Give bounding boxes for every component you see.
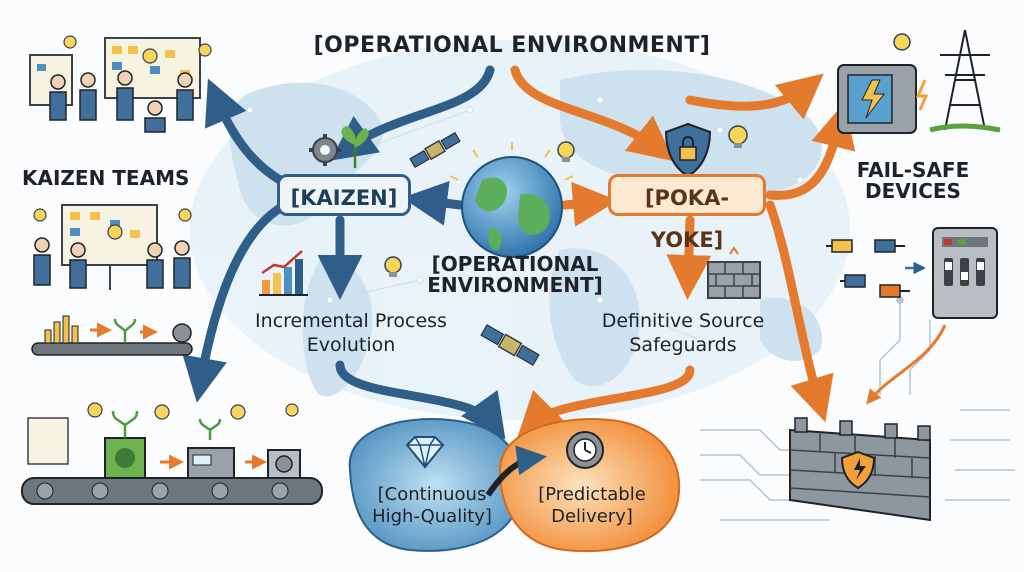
center-environment-label: [OPERATIONAL ENVIRONMENT] [420, 254, 610, 296]
devices-to-firewall-arrow [866, 324, 947, 405]
diamond-icon [405, 436, 445, 469]
people-team-icon [49, 70, 194, 133]
power-tower-icon [929, 29, 1001, 133]
poka-yoke-outcome-label: Definitive Source Safeguards [568, 310, 798, 356]
satellite-icon [480, 324, 540, 366]
switch-panel-icon [932, 227, 998, 319]
diagram-title: [OPERATIONAL ENVIRONMENT] [313, 33, 711, 58]
firewall-shield-icon [789, 417, 931, 522]
kaizen-outcome-label: Incremental Process Evolution [226, 310, 476, 356]
lightbulb-icon [87, 402, 299, 420]
delivery-result-label: [Predictable Delivery] [512, 484, 672, 527]
poka-outcome-line2: Safeguards [629, 333, 737, 356]
gear-icon [172, 323, 192, 343]
poka-outcome-line1: Definitive Source [601, 310, 765, 332]
whiteboard-icon [27, 417, 69, 465]
kaizen-box: [KAIZEN] [277, 174, 411, 216]
kaizen-team-middle [33, 204, 192, 290]
lightbulb-icon [557, 141, 575, 162]
delivery-line2: Delivery] [551, 505, 633, 527]
electrical-cabinet-icon [837, 33, 929, 134]
kaizen-teams-label: KAIZEN TEAMS [22, 166, 190, 190]
gear-icon [275, 455, 293, 473]
lightbulb-icon [63, 35, 212, 64]
quality-line2: High-Quality] [372, 505, 492, 527]
people-team-icon [33, 237, 191, 289]
fail-safe-line1: FAIL-SAFE [856, 158, 970, 182]
poka-yoke-flow-arrows [510, 65, 856, 438]
conveyor-belt-icon [31, 315, 193, 356]
plant-icon [341, 126, 369, 168]
poka-yoke-box: [POKA-YOKE] [608, 174, 766, 252]
fail-safe-line2: DEVICES [865, 179, 961, 203]
brick-wall-icon [707, 246, 761, 299]
lightbulb-icon [893, 33, 911, 51]
clock-gear-icon [566, 431, 604, 469]
satellite-icon [409, 131, 461, 169]
kaizen-outcome-line2: Evolution [306, 333, 396, 356]
lightbulb-icon [33, 208, 192, 240]
fail-safe-devices-label: FAIL-SAFE DEVICES [828, 160, 998, 202]
center-label-line2: ENVIRONMENT] [427, 273, 603, 297]
quality-result-label: [Continuous High-Quality] [352, 484, 512, 527]
lightbulb-icon [384, 256, 402, 277]
bar-chart-icon [259, 250, 308, 296]
plug-connector-icon [826, 239, 926, 298]
quality-line1: [Continuous [377, 484, 487, 505]
gear-icon [309, 134, 341, 166]
kaizen-outcome-line1: Incremental Process [255, 310, 447, 332]
shield-lock-icon [664, 122, 712, 178]
lightbulb-icon [728, 125, 748, 148]
globe-icon [449, 142, 574, 258]
quality-to-delivery-arrow [485, 445, 547, 497]
delivery-line1: [Predictable [538, 484, 646, 505]
conveyor-belt-icon [21, 402, 323, 505]
kaizen-team-top [29, 35, 212, 133]
center-label-line1: [OPERATIONAL [431, 252, 599, 276]
